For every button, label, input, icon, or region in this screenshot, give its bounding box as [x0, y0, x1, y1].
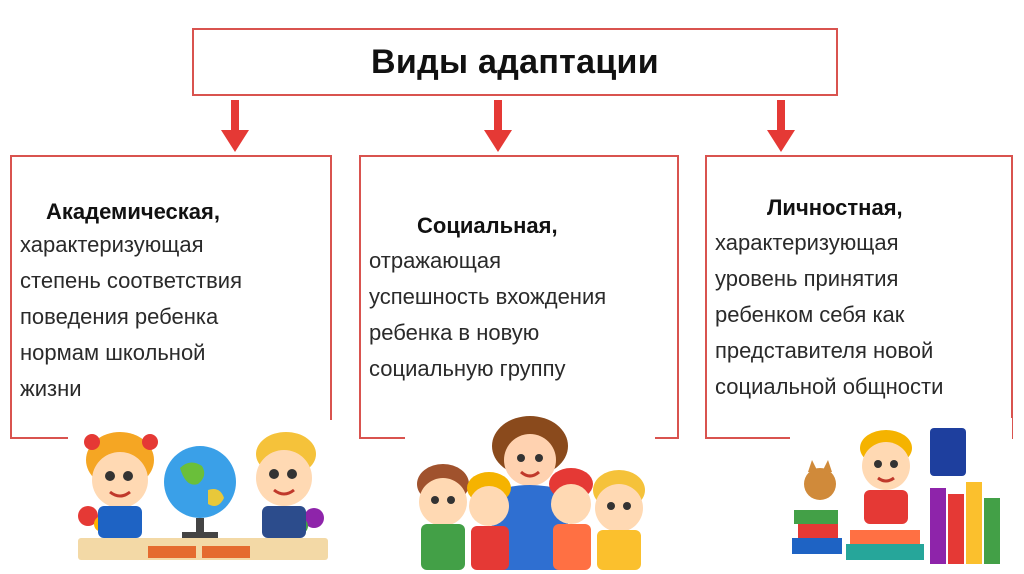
card-heading: Академическая, — [46, 199, 220, 224]
arrow-down-icon — [767, 100, 795, 152]
diagram-title: Виды адаптации — [371, 42, 659, 81]
card-heading: Социальная, — [417, 213, 558, 238]
boy-with-books-illustration — [790, 418, 1012, 570]
card-social: Социальная, отражающая успешность вхожде… — [359, 155, 679, 439]
card-heading: Личностная, — [767, 195, 903, 220]
arrow-down-icon — [484, 100, 512, 152]
card-personal: Личностная, характеризующая уровень прин… — [705, 155, 1013, 439]
card-academic: Академическая, характеризующая степень с… — [10, 155, 332, 439]
kids-with-globe-illustration — [68, 420, 338, 570]
arrow-down-icon — [221, 100, 249, 152]
card-description: характеризующая степень соответствия пов… — [20, 232, 242, 401]
title-box: Виды адаптации — [192, 28, 838, 96]
card-description: отражающая успешность вхождения ребенка … — [369, 248, 607, 381]
card-description: характеризующая уровень принятия ребенко… — [715, 230, 944, 399]
teacher-with-children-illustration — [405, 410, 655, 570]
